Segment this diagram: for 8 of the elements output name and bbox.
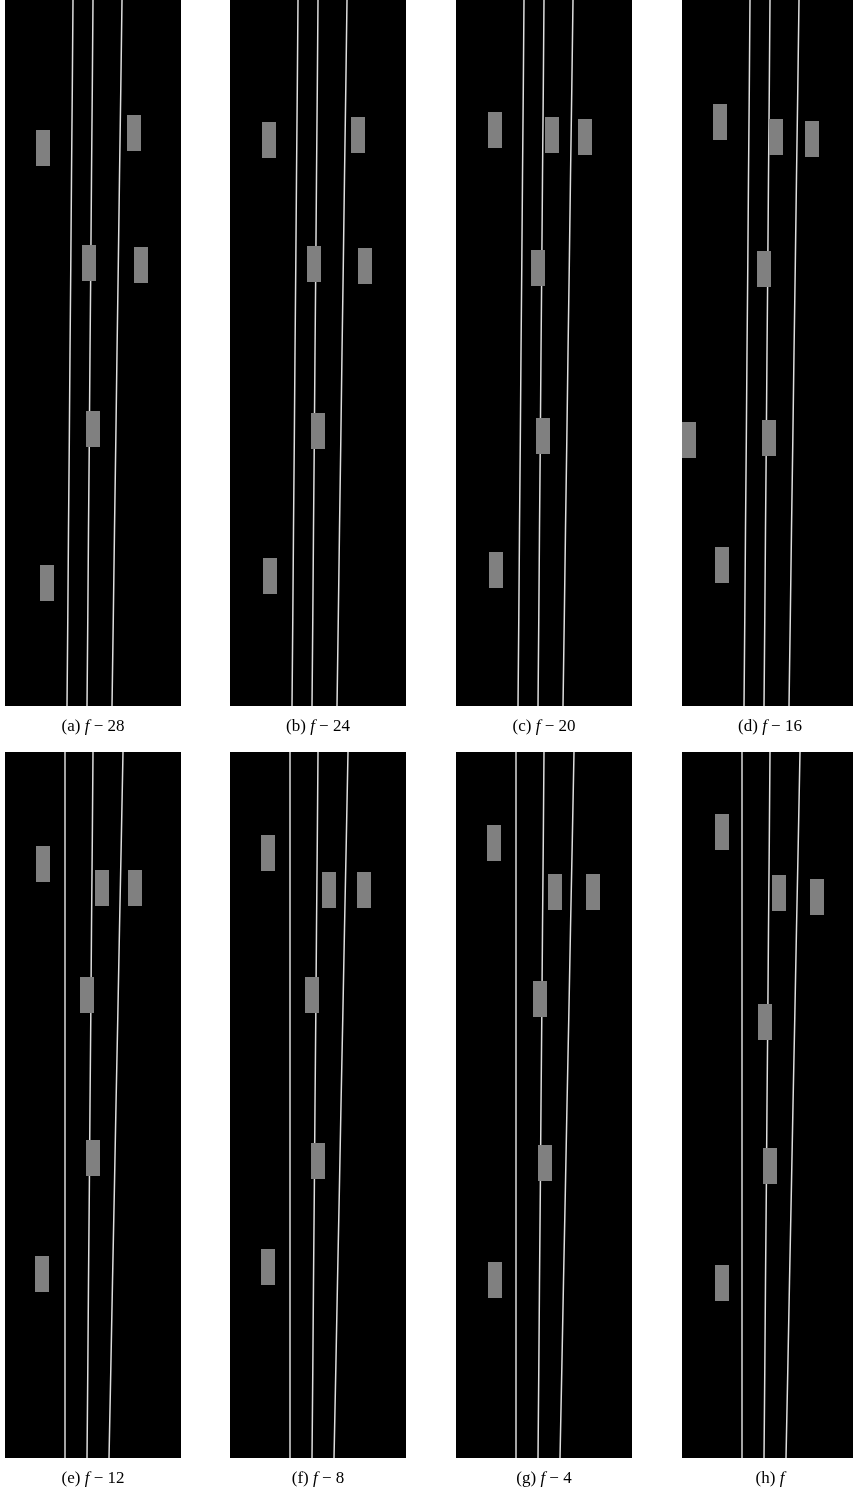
panel-caption: (f) f − 8 [290, 1468, 346, 1488]
panel-caption: (h) f [754, 1468, 788, 1488]
panel-caption: (g) f − 4 [515, 1468, 573, 1488]
panel-caption: (d) f − 16 [737, 716, 803, 736]
panel-caption: (c) f − 20 [511, 716, 577, 736]
panel-caption: (b) f − 24 [285, 716, 351, 736]
panel-caption: (e) f − 12 [60, 1468, 126, 1488]
panel-caption: (a) f − 28 [60, 716, 126, 736]
